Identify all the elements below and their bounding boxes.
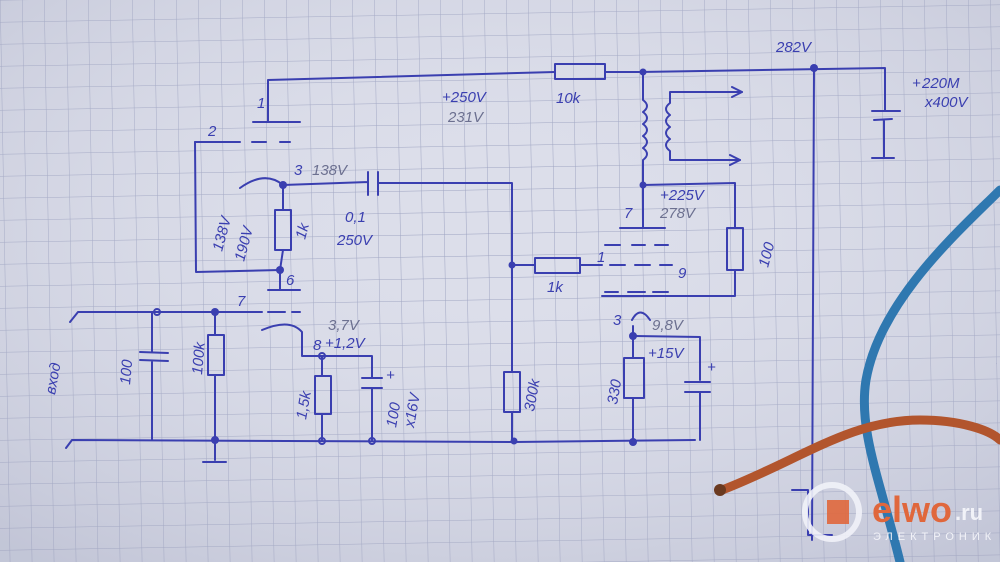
resistor-300k	[503, 371, 521, 413]
watermark-logo: elwo .ru ЭЛЕКТРОНИК	[802, 482, 996, 543]
label-pin-3-bottom: 3	[613, 312, 622, 329]
orange-wire	[717, 415, 1000, 495]
label-cathode-resistor: 1k	[292, 220, 313, 241]
watermark-tld: .ru	[955, 500, 983, 525]
label-pin-7-left: 7	[237, 293, 246, 310]
label-pin-8: 8	[313, 337, 322, 354]
label-coupling-cap-voltage: 250V	[336, 232, 374, 249]
label-cathode-cap-voltage: x16V	[401, 390, 424, 430]
wire-tip	[714, 484, 726, 496]
label-anode-measured: 231V	[447, 109, 485, 126]
label-cathode-cap-value: 100	[383, 400, 404, 428]
supply-rail	[267, 63, 886, 541]
label-screen-voltage: +225V	[660, 187, 706, 204]
label-coupling-cap: 0,1	[345, 209, 366, 226]
label-cathode-cap-plus-2: +	[707, 359, 716, 376]
label-screen-measured: 278V	[659, 205, 697, 222]
label-pin-8-voltage-a: 3,7V	[328, 317, 361, 334]
label-pin-8-voltage-b: +1,2V	[325, 335, 367, 352]
watermark-subtitle: ЭЛЕКТРОНИК	[873, 531, 996, 543]
label-pin-3: 3	[294, 162, 303, 179]
label-input: вход	[42, 361, 64, 395]
label-filter-cap-voltage: x400V	[924, 94, 970, 111]
label-pin-3-voltage: 138V	[312, 162, 349, 179]
filter-capacitor	[871, 91, 901, 159]
label-pin-2: 2	[207, 123, 217, 140]
label-input-cap: 100	[117, 358, 136, 385]
label-cathode-resistor-2: 1,5k	[293, 388, 315, 420]
blue-wire	[859, 185, 1000, 562]
label-cathode-resistor-3: 330	[604, 377, 625, 405]
label-grid-resistor: 100k	[189, 340, 209, 375]
output-transformer	[601, 71, 744, 297]
upper-triode	[194, 121, 513, 291]
label-pin-7-right: 7	[624, 205, 633, 222]
resistor-100	[726, 227, 744, 271]
schematic-labels: 282V +250V 231V 10k + 220M x400V 1 2 3 1…	[42, 39, 969, 430]
label-pin-3-bottom-voltage: 9,8V	[652, 317, 685, 334]
label-pin-1-right: 1	[597, 249, 605, 266]
input-stage	[65, 308, 696, 463]
watermark-brand: elwo	[872, 489, 952, 530]
label-cathode-voltage: +15V	[648, 345, 685, 362]
label-filter-cap-value: 220M	[921, 75, 960, 92]
label-screen-resistor: 100	[755, 240, 778, 269]
label-pin-1: 1	[257, 95, 265, 112]
loose-wires	[714, 185, 1000, 562]
label-cathode-cap-plus: +	[386, 367, 395, 384]
label-pin-6: 6	[286, 272, 295, 289]
label-grid-leak: 300k	[521, 376, 544, 412]
label-pin-9: 9	[678, 265, 687, 282]
label-grid-stopper: 1k	[547, 279, 564, 296]
label-supply-voltage: 282V	[775, 39, 813, 56]
label-anode-resistor: 10k	[556, 90, 582, 107]
label-filter-cap-plus: +	[912, 75, 921, 92]
label-anode-voltage: +250V	[442, 89, 488, 106]
